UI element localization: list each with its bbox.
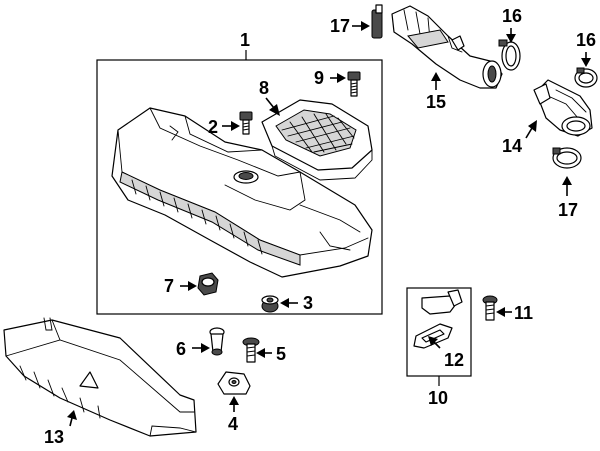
intake-duct-hose [371,4,503,89]
callout-7: 7 [164,276,174,296]
assembly-1-box [96,59,383,315]
callout-6: 6 [176,339,186,359]
clip-12a [421,289,463,315]
callout-11: 11 [514,303,533,323]
elbow-boot [533,79,593,137]
callout-15: 15 [426,92,446,112]
grommet-3 [261,295,279,313]
callout-13: 13 [44,427,64,447]
hose-clamp-17b [552,147,582,169]
callout-labels: 1 2 3 4 5 6 7 8 9 10 11 12 13 14 15 16 1… [44,6,596,447]
callout-14: 14 [502,136,522,156]
seal-12 [413,323,453,349]
bracket-4 [217,371,251,395]
callout-9: 9 [314,68,324,88]
air-intake-housing [111,107,373,278]
callout-8: 8 [259,78,269,98]
callout-16-right: 16 [576,30,596,50]
callout-12: 12 [444,350,464,370]
callout-5: 5 [276,344,286,364]
callout-2: 2 [208,117,218,137]
grommet-7 [197,272,219,296]
bolt-9 [347,71,361,97]
callout-16-top: 16 [502,6,522,26]
callout-17-top: 17 [330,16,350,36]
callout-10: 10 [428,388,448,408]
lower-shield [3,317,197,437]
bolt-2 [239,111,253,135]
filter-cover [261,99,373,181]
callout-17-right: 17 [558,200,578,220]
callout-4: 4 [228,414,238,434]
callout-1: 1 [240,30,250,50]
leaders [67,21,591,427]
bolt-11 [482,295,498,321]
hose-clamp-16a [498,39,521,71]
hose-clamp-16b [574,67,598,88]
bolt-5 [242,337,260,363]
callout-3: 3 [303,293,313,313]
push-pin-6 [209,327,225,356]
